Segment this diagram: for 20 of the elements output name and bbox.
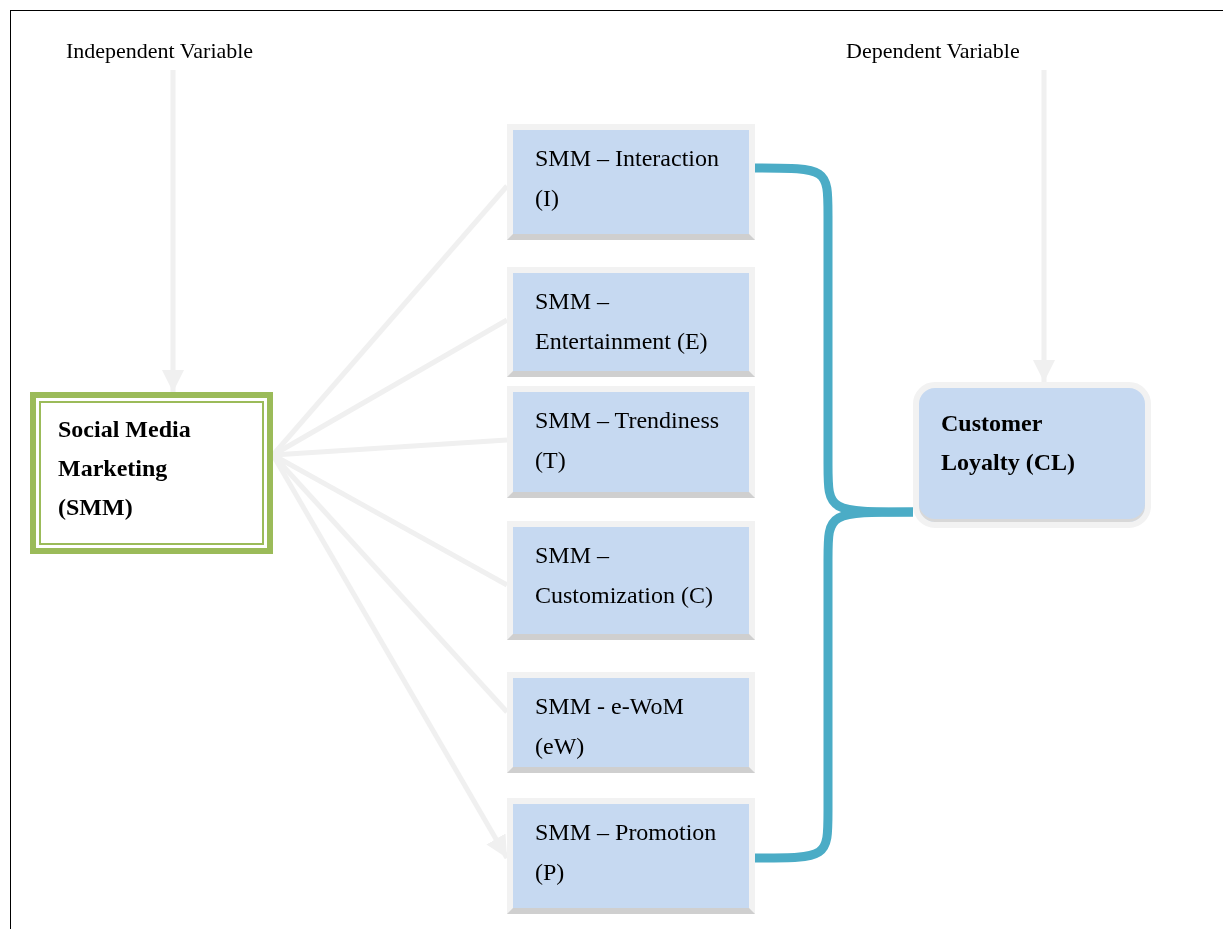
- dimension-box: [507, 798, 755, 914]
- arrow: [162, 70, 184, 392]
- variable-heading: Independent Variable: [66, 38, 322, 70]
- dimension-box: [507, 386, 755, 498]
- construct-box: [30, 392, 273, 554]
- variable-heading: Dependent Variable: [846, 38, 1084, 70]
- box-label: SMM – Promotion (P): [535, 818, 718, 887]
- box-label: SMM - e-WoM (eW): [535, 692, 685, 761]
- box-label: Social Media Marketing (SMM): [58, 415, 192, 522]
- dimension-box: [507, 267, 755, 377]
- box-label: Customer Loyalty (CL): [941, 409, 1076, 477]
- box-label: SMM – Interaction (I): [535, 144, 720, 213]
- brace-connector: [755, 507, 913, 863]
- box-label: SMM – Customization (C): [535, 541, 714, 610]
- dimension-box: [507, 672, 755, 773]
- box-label: SMM – Entertainment (E): [535, 287, 709, 356]
- outcome-box: [913, 382, 1151, 528]
- dimension-box: [507, 521, 755, 640]
- box-label: SMM – Trendiness (T): [535, 406, 721, 475]
- dimension-box: [507, 124, 755, 240]
